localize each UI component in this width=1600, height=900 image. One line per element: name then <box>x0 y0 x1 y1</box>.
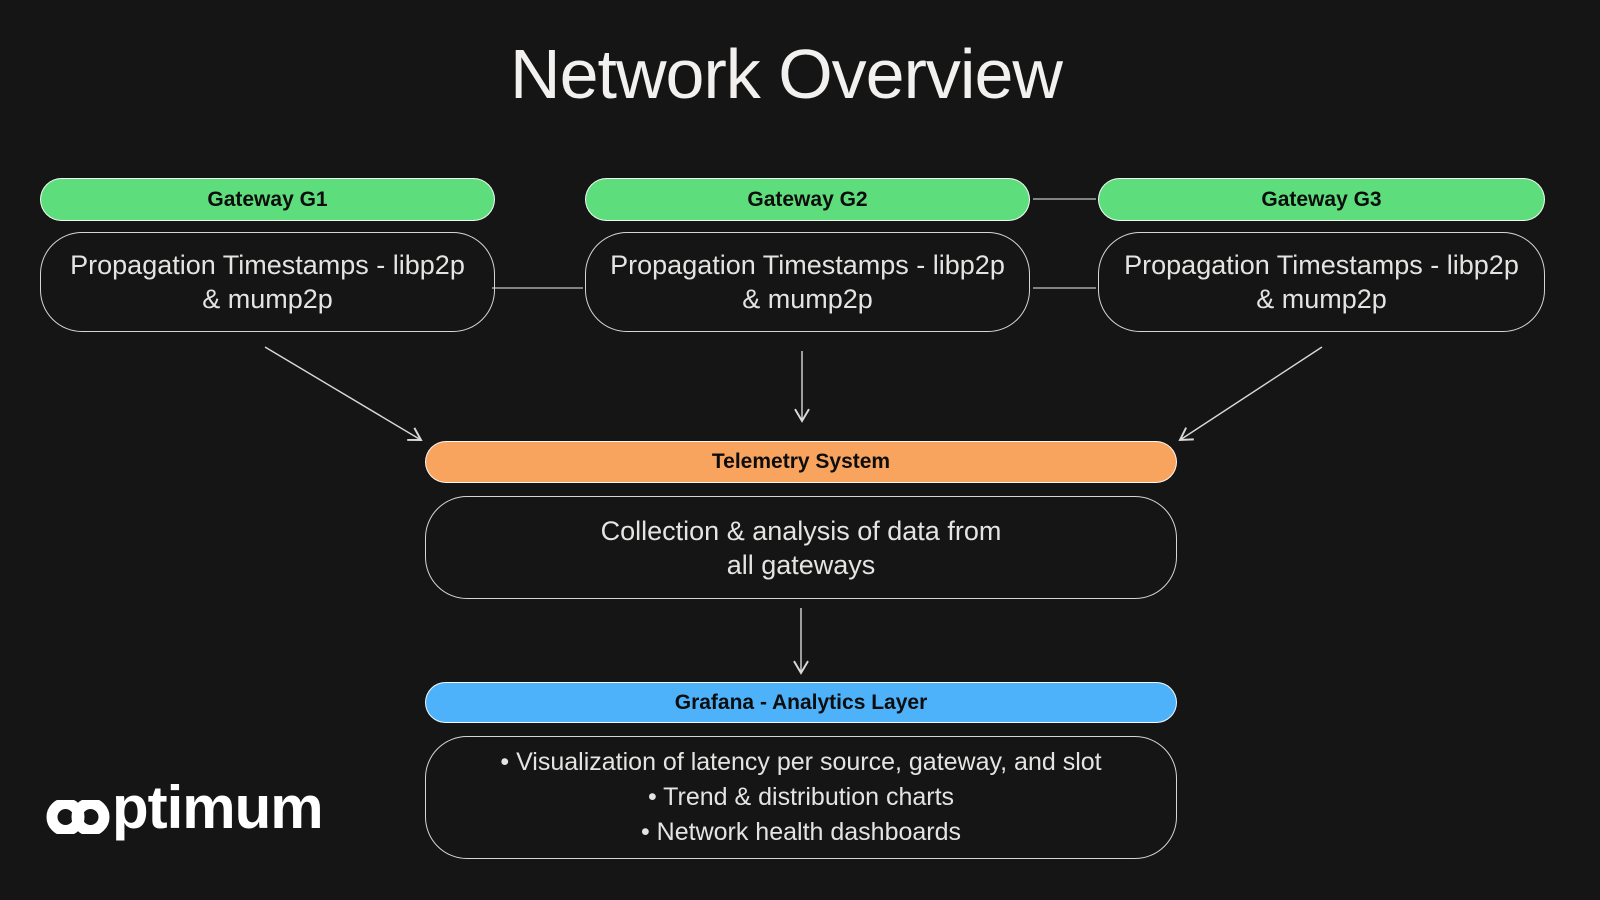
gateway-g3-label: Gateway G3 <box>1261 187 1382 211</box>
gateway-g1-pill: Gateway G1 <box>40 178 495 221</box>
optimum-wordmark: ptimum <box>112 774 324 841</box>
grafana-analytics-label: Grafana - Analytics Layer <box>674 690 928 714</box>
grafana-analytics-pill: Grafana - Analytics Layer <box>425 682 1177 723</box>
arrow-g1-to-telemetry <box>264 346 423 441</box>
grafana-bullet-3: • Network health dashboards <box>640 818 962 846</box>
gateway-g1-description-line2: & mump2p <box>202 284 333 314</box>
telemetry-system-label: Telemetry System <box>711 450 891 473</box>
gateway-g3-pill: Gateway G3 <box>1098 178 1545 221</box>
gateway-g3-description-line2: & mump2p <box>1256 284 1387 314</box>
gateway-g2-description-line1: Propagation Timestamps - libp2p <box>610 250 1005 280</box>
gateway-g3-description-box: Propagation Timestamps - libp2p & mump2p <box>1098 232 1545 332</box>
telemetry-description-line2: all gateways <box>726 549 876 580</box>
gateway-g1-column: Gateway G1 Propagation Timestamps - libp… <box>40 178 495 338</box>
telemetry-description-line1: Collection & analysis of data from <box>600 515 1002 546</box>
telemetry-system-pill: Telemetry System <box>425 441 1177 483</box>
arrow-g3-to-telemetry <box>1178 346 1323 442</box>
grafana-bullet-2: • Trend & distribution charts <box>647 783 955 811</box>
gateway-g3-column: Gateway G3 Propagation Timestamps - libp… <box>1098 178 1545 338</box>
gateway-g3-description-line1: Propagation Timestamps - libp2p <box>1124 250 1519 280</box>
gateway-g2-description-box: Propagation Timestamps - libp2p & mump2p <box>585 232 1030 332</box>
gateway-g2-description-line2: & mump2p <box>742 284 873 314</box>
gateway-g2-label: Gateway G2 <box>747 187 868 211</box>
grafana-features-box: • Visualization of latency per source, g… <box>425 736 1177 859</box>
gateway-g1-description-box: Propagation Timestamps - libp2p & mump2p <box>40 232 495 332</box>
gateway-g2-column: Gateway G2 Propagation Timestamps - libp… <box>585 178 1030 338</box>
optimum-logo: ptimum <box>46 778 346 864</box>
gateway-g2-pill: Gateway G2 <box>585 178 1030 221</box>
telemetry-description-box: Collection & analysis of data from all g… <box>425 496 1177 599</box>
optimum-infinity-icon <box>46 800 110 834</box>
page-title: Network Overview <box>510 35 1063 113</box>
gateway-g1-description-line1: Propagation Timestamps - libp2p <box>70 250 465 280</box>
grafana-bullet-1: • Visualization of latency per source, g… <box>500 748 1102 776</box>
gateway-g1-label: Gateway G1 <box>207 187 328 211</box>
